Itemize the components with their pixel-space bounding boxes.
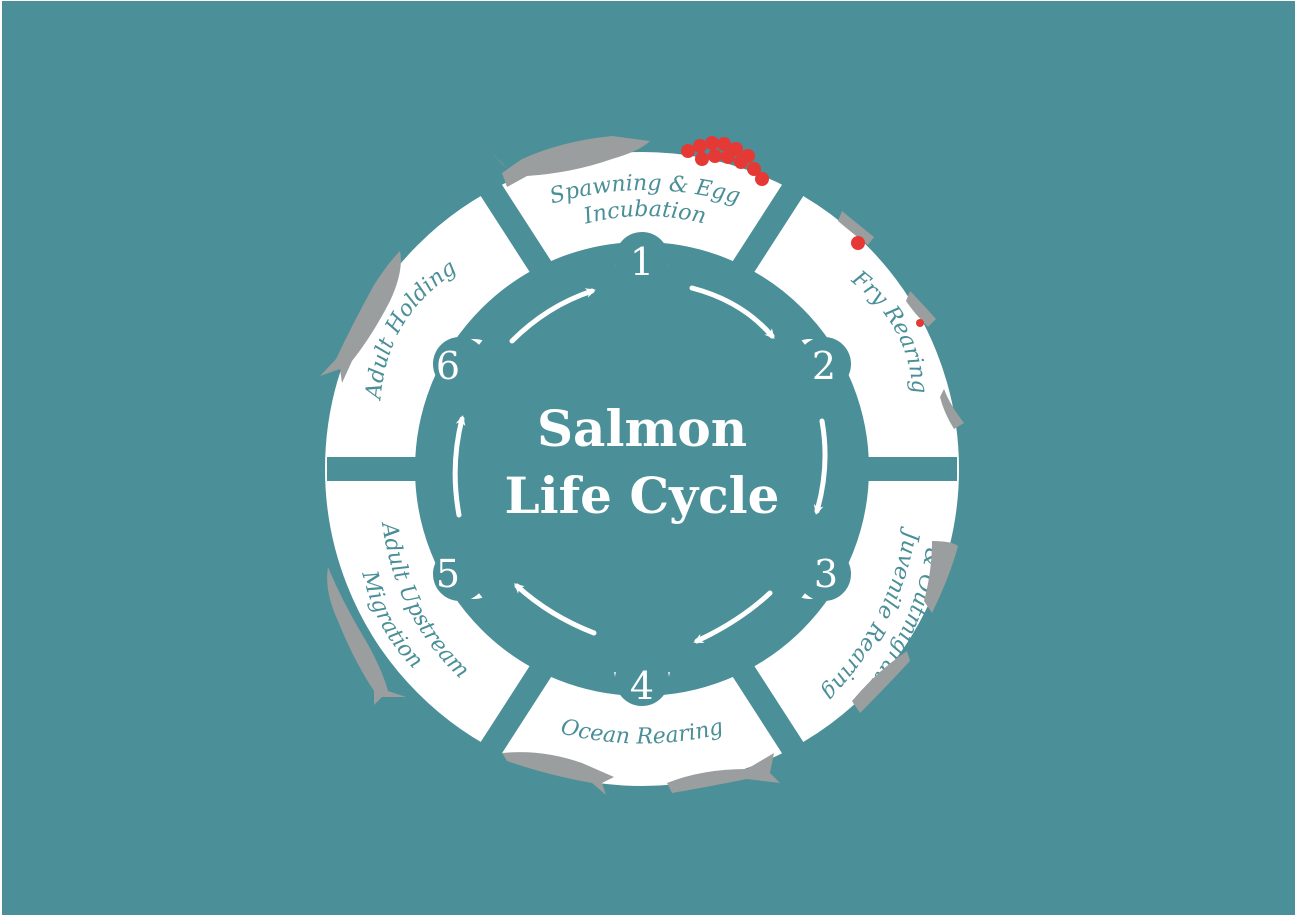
arrow-3-to-4 xyxy=(693,590,773,644)
stage-number-5: 5 xyxy=(436,552,460,596)
title-line-1: Salmon xyxy=(537,399,747,458)
stage-number-3: 3 xyxy=(814,552,838,596)
diagram-title: Salmon Life Cycle xyxy=(505,399,780,525)
arrow-2-to-3 xyxy=(813,418,828,515)
arrow-5-to-6 xyxy=(452,415,466,518)
arrow-1-to-2 xyxy=(689,285,775,340)
holding-salmon-icon xyxy=(320,251,401,383)
arrow-6-to-1 xyxy=(509,288,596,344)
stage-number-1: 1 xyxy=(630,240,654,284)
illustrations xyxy=(320,136,964,795)
adult-salmon-and-eggs-icon xyxy=(490,136,769,187)
juvenile-salmon-icon xyxy=(852,541,958,713)
upstream-salmon-icon xyxy=(327,567,406,705)
title-line-2: Life Cycle xyxy=(505,466,780,525)
cycle-arrows xyxy=(452,285,828,644)
stage-numbers: 1 2 3 4 5 6 xyxy=(436,240,838,708)
stage-number-2: 2 xyxy=(812,344,836,388)
cycle-ring xyxy=(325,152,959,786)
ocean-salmon-icon xyxy=(502,752,780,795)
stage-number-6: 6 xyxy=(436,344,460,388)
fry-icon xyxy=(838,211,964,429)
arrow-4-to-5 xyxy=(514,583,597,636)
stage-number-4: 4 xyxy=(630,664,654,708)
